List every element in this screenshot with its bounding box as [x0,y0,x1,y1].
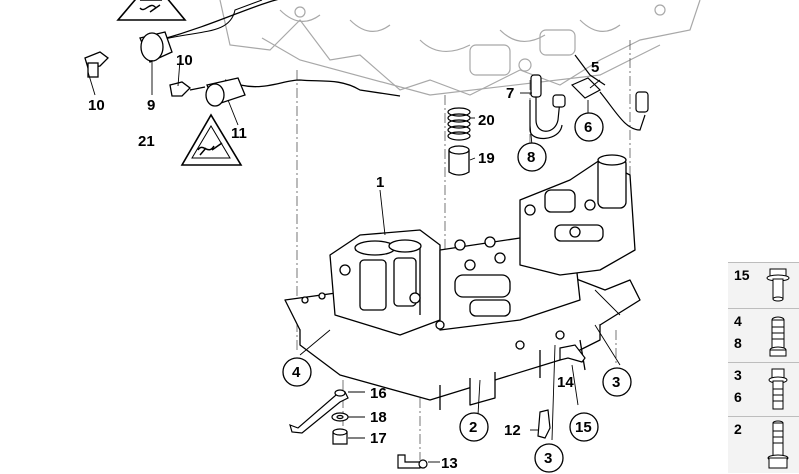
speed-sensor-cable [139,0,401,107]
callout-17: 17 [370,430,387,447]
callout-6: 6 [584,119,592,136]
callout-7: 7 [506,85,514,102]
panel-background [728,262,799,473]
panel-label: 6 [734,389,742,405]
transmission-housing-ghost [219,0,701,96]
callout-4: 4 [292,364,301,381]
callout-18: 18 [370,409,387,426]
panel-label: 3 [734,367,742,383]
sleeve-19 [448,145,470,176]
bolt-icon [769,316,787,357]
callout-11: 11 [231,125,247,142]
callout-13: 13 [441,455,458,472]
washer-18 [331,412,349,422]
panel-row: 15 [728,262,799,309]
panel-row: 2 [728,416,799,474]
callout-16: 16 [370,385,387,402]
callout-10: 10 [176,52,193,69]
nut-17 [332,428,348,445]
clip-13 [397,454,428,469]
panel-label: 8 [734,335,742,351]
callout-20: 20 [478,112,495,129]
panel-row: 4 8 [728,308,799,363]
bolt-reference-panel: 15 4 8 3 6 [728,262,799,473]
callout-3: 3 [544,450,552,467]
panel-label: 15 [734,267,750,283]
callout-3: 3 [612,374,620,391]
callout-2: 2 [469,419,477,436]
panel-row: 3 6 [728,362,799,417]
callout-14: 14 [557,374,574,391]
callout-15: 15 [575,419,592,436]
callout-5: 5 [591,59,599,76]
bracket-16 [289,389,349,434]
valve-body-assembly [284,154,641,410]
bolt-10-left [84,51,109,78]
callout-labels: 1 2 3 3 4 5 6 7 8 9 10 10 11 12 13 14 15… [88,52,620,472]
callout-12: 12 [504,422,521,439]
sensor-5 [570,54,649,131]
bolt-icon [767,420,789,469]
clip-12 [537,409,551,439]
bolt-10-right [169,81,206,97]
sensor-7 [529,74,566,139]
callout-1: 1 [376,174,384,191]
circled-callouts [282,112,632,473]
warning-triangle-icon [180,113,243,166]
plate-14 [559,344,586,363]
bolt-icon [766,268,790,302]
spring-20 [447,107,471,141]
leader-lines [87,59,621,463]
warning-triangle-icon [116,0,187,21]
callout-19: 19 [478,150,495,167]
callout-9: 9 [147,97,155,114]
callout-8: 8 [527,149,535,166]
panel-label: 2 [734,421,742,437]
callout-10: 10 [88,97,105,114]
callout-21: 21 [138,133,155,150]
panel-label: 4 [734,313,742,329]
bolt-icon [768,368,788,410]
